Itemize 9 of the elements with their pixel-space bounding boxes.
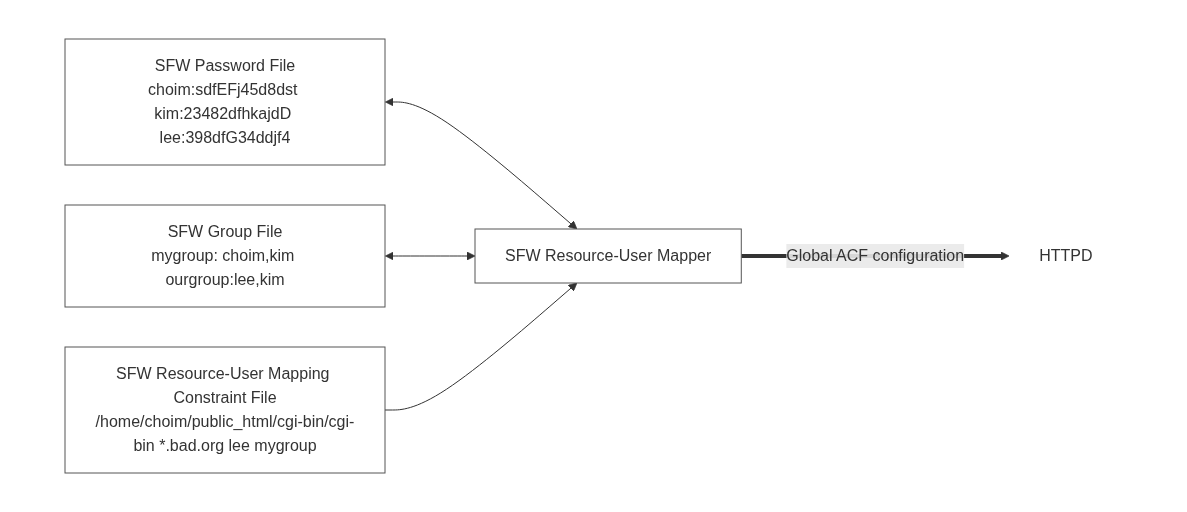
edge-label: Global ACF configuration (786, 247, 964, 264)
arrow (384, 97, 578, 230)
node-text: HTTPD (1038, 247, 1093, 264)
node-box: SFW Group File mygroup: choim,kim ourgroup:lee,kim (64, 204, 386, 308)
node-box: SFW Resource-User Mapper (474, 228, 742, 284)
arrow (384, 251, 476, 261)
node-box: SFW Resource-User Mapping Constraint File /home/choim/public_html/cgi-bin/cgi-bin *.bad.org lee mygroup (64, 346, 386, 474)
arrow (384, 282, 578, 411)
node-box: SFW Password File choim:sdfEFj45d8dst kim:23482dfhkajdD lee:398dfG34ddjf4 (64, 38, 386, 166)
